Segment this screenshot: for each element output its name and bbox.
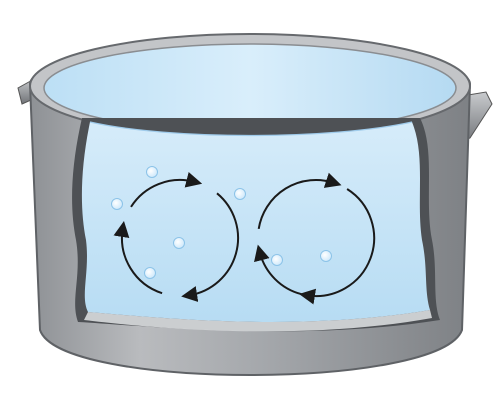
bubble-2: [112, 199, 123, 210]
bubble-6: [272, 255, 283, 266]
bubble-7: [321, 251, 332, 262]
bubble-4: [145, 268, 156, 279]
bubble-5: [235, 189, 246, 200]
bubble-3: [174, 238, 185, 249]
bubble-1: [147, 167, 158, 178]
water-body: [82, 122, 430, 322]
